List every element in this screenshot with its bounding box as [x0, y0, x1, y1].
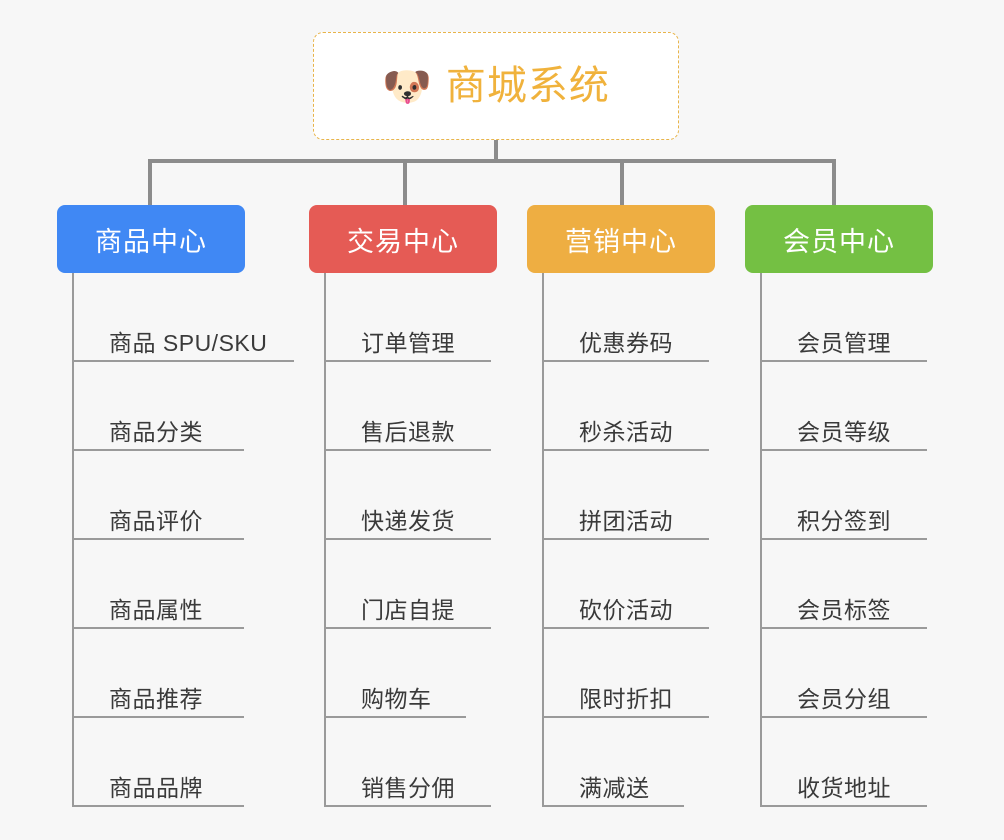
column-marketing-center: 营销中心优惠券码秒杀活动拼团活动砍价活动限时折扣满减送: [527, 205, 747, 807]
leaf-item-label: 销售分佣: [361, 775, 455, 801]
leaf-item[interactable]: 满减送: [544, 718, 747, 807]
leaf-list-product-center: 商品 SPU/SKU 商品分类商品评价商品属性商品推荐商品品牌: [72, 273, 294, 807]
category-box-marketing-center[interactable]: 营销中心: [527, 205, 715, 273]
leaf-item-underline: [762, 449, 927, 451]
leaf-item-underline: [762, 805, 927, 807]
leaf-item-underline: [544, 716, 709, 718]
leaf-item-label: 商品分类: [109, 419, 203, 445]
leaf-item-underline: [326, 716, 466, 718]
leaf-item[interactable]: 商品 SPU/SKU: [74, 273, 294, 362]
leaf-item-label: 满减送: [579, 775, 650, 801]
leaf-item-label: 会员等级: [797, 419, 891, 445]
leaf-item[interactable]: 会员等级: [762, 362, 965, 451]
leaf-item-underline: [74, 449, 244, 451]
leaf-item[interactable]: 售后退款: [326, 362, 529, 451]
leaf-item-label: 快递发货: [361, 508, 455, 534]
leaf-item-underline: [544, 627, 709, 629]
leaf-item-label: 限时折扣: [579, 686, 673, 712]
leaf-item-underline: [762, 716, 927, 718]
category-box-product-center[interactable]: 商品中心: [57, 205, 245, 273]
leaf-item[interactable]: 商品评价: [74, 451, 277, 540]
leaf-item-underline: [762, 538, 927, 540]
leaf-item-underline: [74, 627, 244, 629]
leaf-item-underline: [74, 360, 294, 362]
leaf-item[interactable]: 限时折扣: [544, 629, 747, 718]
leaf-item-label: 优惠券码: [579, 330, 673, 356]
leaf-item-label: 订单管理: [361, 330, 455, 356]
leaf-item-underline: [762, 360, 927, 362]
connector-root-stem: [494, 140, 498, 162]
leaf-item[interactable]: 商品品牌: [74, 718, 277, 807]
leaf-list-marketing-center: 优惠券码秒杀活动拼团活动砍价活动限时折扣满减送: [542, 273, 747, 807]
leaf-item-label: 会员管理: [797, 330, 891, 356]
leaf-item-underline: [74, 716, 244, 718]
category-label: 商品中心: [95, 226, 207, 257]
leaf-item-underline: [762, 627, 927, 629]
leaf-item-underline: [544, 805, 684, 807]
category-label: 会员中心: [783, 226, 895, 257]
leaf-item[interactable]: 优惠券码: [544, 273, 747, 362]
connector-drop-product-center: [148, 159, 152, 209]
leaf-item-label: 秒杀活动: [579, 419, 673, 445]
leaf-item[interactable]: 积分签到: [762, 451, 965, 540]
leaf-item-underline: [326, 805, 491, 807]
leaf-item-underline: [326, 360, 491, 362]
leaf-item-label: 会员分组: [797, 686, 891, 712]
leaf-item-label: 商品属性: [109, 597, 203, 623]
leaf-item[interactable]: 会员标签: [762, 540, 965, 629]
leaf-item[interactable]: 销售分佣: [326, 718, 529, 807]
category-box-member-center[interactable]: 会员中心: [745, 205, 933, 273]
leaf-item[interactable]: 订单管理: [326, 273, 529, 362]
leaf-item-underline: [544, 449, 709, 451]
category-label: 营销中心: [565, 226, 677, 257]
category-box-trade-center[interactable]: 交易中心: [309, 205, 497, 273]
leaf-item-underline: [544, 538, 709, 540]
shiba-dog-face-icon: 🐶: [382, 65, 432, 109]
leaf-item[interactable]: 秒杀活动: [544, 362, 747, 451]
leaf-item-label: 门店自提: [361, 597, 455, 623]
leaf-item-underline: [544, 360, 709, 362]
leaf-item-label: 商品品牌: [109, 775, 203, 801]
column-product-center: 商品中心商品 SPU/SKU 商品分类商品评价商品属性商品推荐商品品牌: [57, 205, 294, 807]
leaf-item[interactable]: 门店自提: [326, 540, 529, 629]
leaf-item-underline: [326, 538, 491, 540]
category-label: 交易中心: [347, 226, 459, 257]
leaf-item[interactable]: 拼团活动: [544, 451, 747, 540]
leaf-item-underline: [74, 538, 244, 540]
leaf-item-label: 收货地址: [797, 775, 891, 801]
column-member-center: 会员中心会员管理会员等级积分签到会员标签会员分组收货地址: [745, 205, 965, 807]
leaf-item-label: 购物车: [361, 686, 432, 712]
leaf-item-label: 砍价活动: [579, 597, 673, 623]
leaf-item-label: 拼团活动: [579, 508, 673, 534]
leaf-item-label: 积分签到: [797, 508, 891, 534]
connector-drop-trade-center: [403, 159, 407, 209]
leaf-list-trade-center: 订单管理售后退款快递发货门店自提购物车销售分佣: [324, 273, 529, 807]
leaf-list-member-center: 会员管理会员等级积分签到会员标签会员分组收货地址: [760, 273, 965, 807]
root-node[interactable]: 🐶 商城系统: [313, 32, 679, 140]
leaf-item-label: 商品 SPU/SKU: [109, 330, 268, 356]
root-title: 商城系统: [445, 64, 610, 108]
leaf-item[interactable]: 快递发货: [326, 451, 529, 540]
leaf-item[interactable]: 商品属性: [74, 540, 277, 629]
connector-drop-member-center: [832, 159, 836, 209]
leaf-item[interactable]: 砍价活动: [544, 540, 747, 629]
leaf-item-underline: [326, 627, 491, 629]
leaf-item[interactable]: 会员管理: [762, 273, 965, 362]
leaf-item-underline: [74, 805, 244, 807]
leaf-item[interactable]: 商品推荐: [74, 629, 277, 718]
leaf-item[interactable]: 购物车: [326, 629, 529, 718]
leaf-item-label: 商品评价: [109, 508, 203, 534]
leaf-item-underline: [326, 449, 491, 451]
leaf-item[interactable]: 商品分类: [74, 362, 277, 451]
leaf-item-label: 售后退款: [361, 419, 455, 445]
leaf-item-label: 商品推荐: [109, 686, 203, 712]
leaf-item[interactable]: 会员分组: [762, 629, 965, 718]
leaf-item-label: 会员标签: [797, 597, 891, 623]
column-trade-center: 交易中心订单管理售后退款快递发货门店自提购物车销售分佣: [309, 205, 529, 807]
connector-horizontal-bus: [148, 159, 834, 163]
connector-drop-marketing-center: [620, 159, 624, 209]
leaf-item[interactable]: 收货地址: [762, 718, 965, 807]
